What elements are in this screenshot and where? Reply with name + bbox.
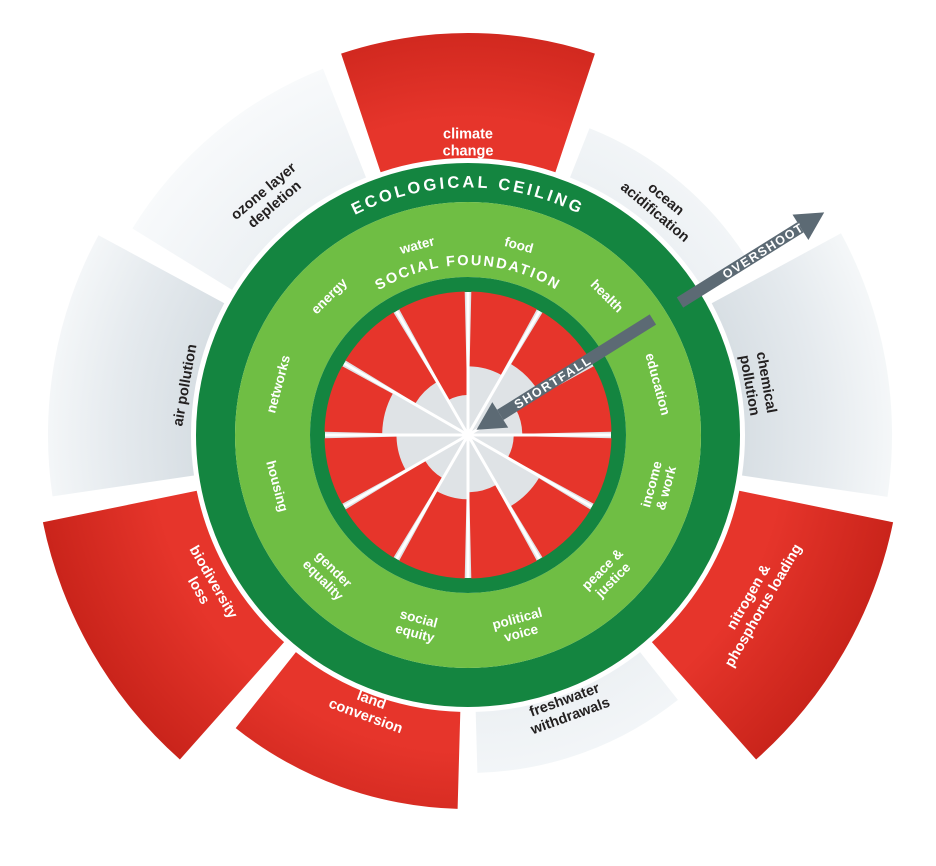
boundary-wedge-chemical-pollution [711,233,893,497]
shortfall-bar-housing [324,436,406,504]
sector-divider [343,362,469,437]
sector-divider [395,434,470,560]
social-label-food: food [503,234,535,256]
shortfall-bar-social-equity [399,491,467,579]
social-foundation-ring [235,202,701,668]
boundary-wedge-nitrogen-phosphorus-loading [651,490,894,760]
shortfall-bar-gender-equality [345,461,442,558]
shortfall-bar-peace-justice [511,478,591,558]
shortfall-bar-food [469,291,537,375]
shortfall-bar-income-work [508,436,612,504]
shortfall-bar-political-voice [469,485,537,579]
social-foundation-inner-edge [310,277,626,593]
sector-divider [395,310,470,436]
sector-divider [466,310,541,436]
sector-divider [467,433,593,508]
shortfall-bar-education [515,366,612,434]
sector-divider [343,433,469,508]
shortfall-bar-networks [324,366,393,434]
boundary-wedge-biodiversity-loss [42,490,285,760]
boundary-wedge-ocean-acidification [570,128,750,290]
shortfall-bar-energy [345,312,437,404]
boundary-wedge-air-pollution [47,235,225,497]
boundary-wedge-land-conversion [235,652,461,809]
shortfall-bar-water [399,291,468,400]
sector-divider [466,434,541,560]
boundary-wedge-climate-change [341,33,595,173]
ecological-ceiling-ring [196,163,740,707]
boundary-wedge-freshwater-withdrawals [475,652,678,773]
boundary-wedge-ozone-layer-depletion [132,68,366,290]
